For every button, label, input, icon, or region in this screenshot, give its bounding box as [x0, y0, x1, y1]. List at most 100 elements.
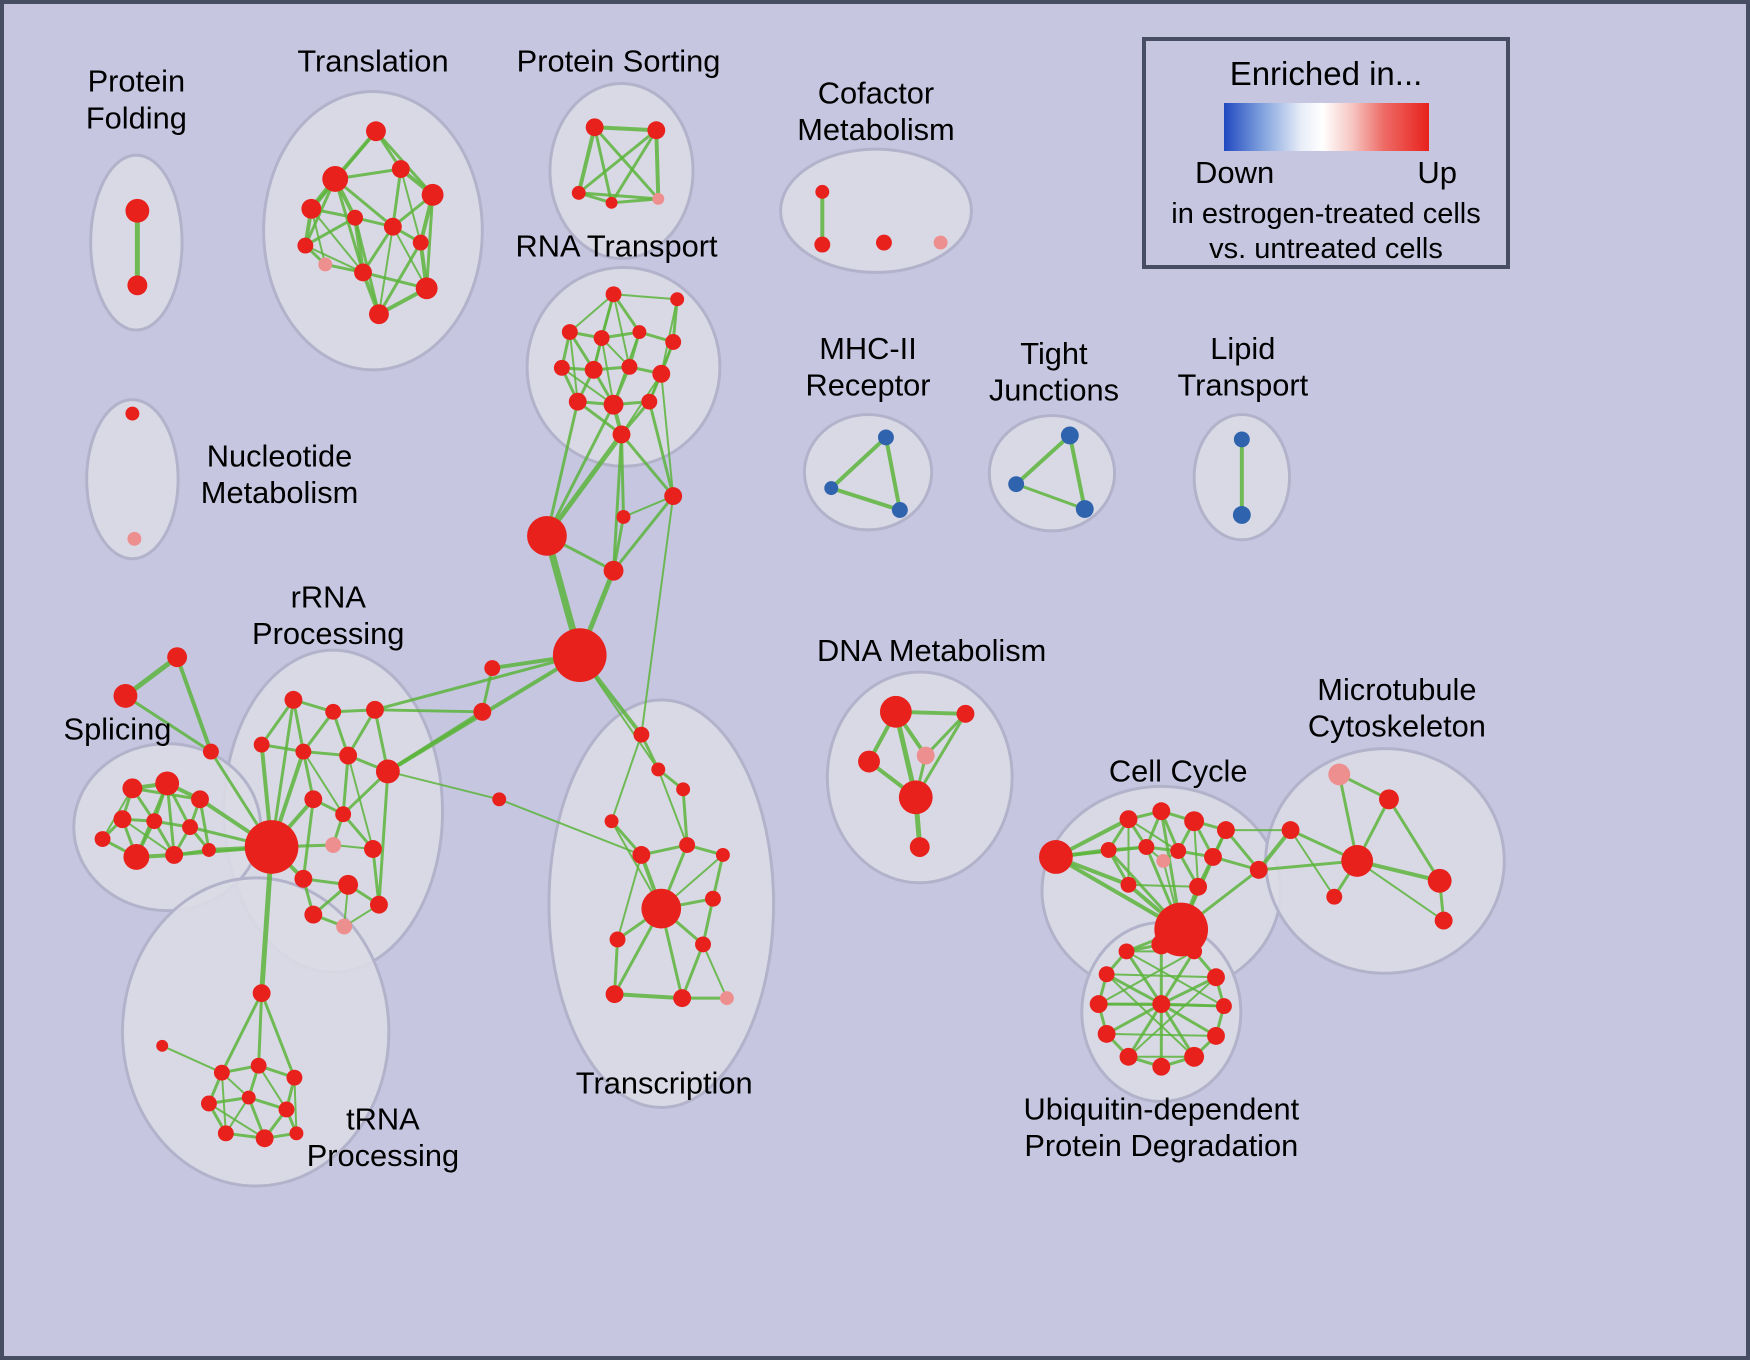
network-edge — [576, 400, 623, 436]
network-edge — [220, 1071, 227, 1135]
network-node — [527, 515, 567, 556]
network-node — [652, 192, 665, 205]
cluster-label-splicing: Splicing — [64, 712, 172, 747]
network-node — [182, 819, 199, 836]
network-node — [1152, 995, 1171, 1014]
network-node — [325, 837, 342, 853]
network-node — [301, 198, 322, 219]
network-node — [898, 780, 933, 815]
network-node — [253, 736, 270, 753]
network-node — [695, 936, 711, 953]
network-node — [1089, 995, 1108, 1014]
network-edge — [386, 770, 501, 801]
network-node — [338, 874, 359, 895]
network-edge — [593, 125, 660, 201]
network-node — [1119, 1047, 1138, 1066]
network-node — [875, 234, 892, 251]
network-node — [641, 888, 682, 929]
network-edge — [616, 853, 643, 941]
legend-caption-line2: vs. untreated cells — [1209, 233, 1443, 266]
network-edge — [657, 768, 689, 847]
network-node — [200, 1095, 217, 1112]
network-edge — [1127, 883, 1200, 888]
network-edge — [702, 943, 728, 1000]
network-node — [125, 198, 150, 223]
network-node — [603, 394, 624, 415]
network-node — [191, 790, 209, 809]
network-node — [165, 846, 184, 864]
network-node — [318, 257, 333, 272]
network-node — [295, 743, 312, 760]
network-node — [339, 746, 358, 765]
network-edge — [680, 942, 705, 1000]
network-node — [632, 846, 651, 864]
network-edge — [1127, 1002, 1163, 1059]
network-node — [1207, 968, 1225, 987]
cluster-ellipse-translation — [262, 89, 484, 372]
network-edge — [1159, 1002, 1196, 1059]
network-edge — [610, 128, 658, 205]
network-edge — [341, 754, 350, 816]
network-node — [294, 869, 313, 888]
cluster-ellipse-trna-processing — [120, 876, 391, 1188]
network-node — [369, 895, 388, 914]
network-node — [286, 1069, 303, 1086]
cluster-label-rna-transport: RNA Transport — [516, 229, 718, 264]
network-edge — [924, 712, 967, 758]
cluster-label-translation: Translation — [297, 44, 448, 79]
network-node — [1119, 810, 1138, 829]
network-node — [202, 743, 219, 760]
network-edge — [165, 781, 176, 857]
network-node — [647, 121, 666, 140]
network-node — [94, 831, 111, 848]
network-node — [571, 185, 586, 200]
network-node — [824, 481, 839, 496]
cluster-label-protein-sorting: Protein Sorting — [517, 44, 721, 79]
network-node — [278, 1101, 295, 1118]
network-edge — [640, 495, 675, 736]
network-node — [1039, 840, 1073, 874]
network-node — [605, 985, 624, 1004]
network-edge — [123, 694, 213, 754]
network-edge — [612, 992, 685, 1001]
network-node — [604, 814, 619, 829]
network-edge — [660, 372, 675, 498]
network-node — [632, 325, 647, 340]
network-node — [347, 209, 364, 226]
network-edge — [681, 787, 689, 847]
network-node — [676, 782, 691, 797]
network-node — [250, 1057, 267, 1074]
network-node — [1233, 431, 1250, 448]
network-node — [335, 806, 352, 823]
network-node — [241, 1090, 256, 1105]
network-node — [909, 837, 930, 857]
legend-endpoint-labels: Down Up — [1195, 155, 1457, 191]
network-node — [858, 750, 880, 773]
legend-down-label: Down — [1195, 155, 1275, 190]
network-node — [673, 989, 692, 1008]
network-node — [916, 746, 935, 765]
network-node — [244, 820, 299, 874]
network-edge — [1356, 859, 1445, 922]
network-edge — [1125, 949, 1163, 1006]
network-node — [715, 848, 730, 862]
network-edge — [612, 293, 631, 368]
network-node — [304, 905, 323, 924]
network-node — [670, 292, 685, 307]
network-node — [336, 918, 353, 935]
network-node — [127, 275, 148, 296]
network-edge — [829, 435, 888, 491]
network-node — [284, 690, 303, 709]
network-node — [1215, 998, 1232, 1015]
network-node — [1097, 1024, 1116, 1043]
network-node — [325, 703, 342, 720]
network-node — [383, 217, 402, 236]
network-node — [1184, 811, 1205, 832]
network-edge — [175, 655, 213, 754]
network-node — [585, 118, 604, 137]
network-edge — [610, 733, 643, 823]
network-node — [1120, 876, 1137, 893]
cluster-ellipse-tight-junctions — [987, 414, 1117, 533]
